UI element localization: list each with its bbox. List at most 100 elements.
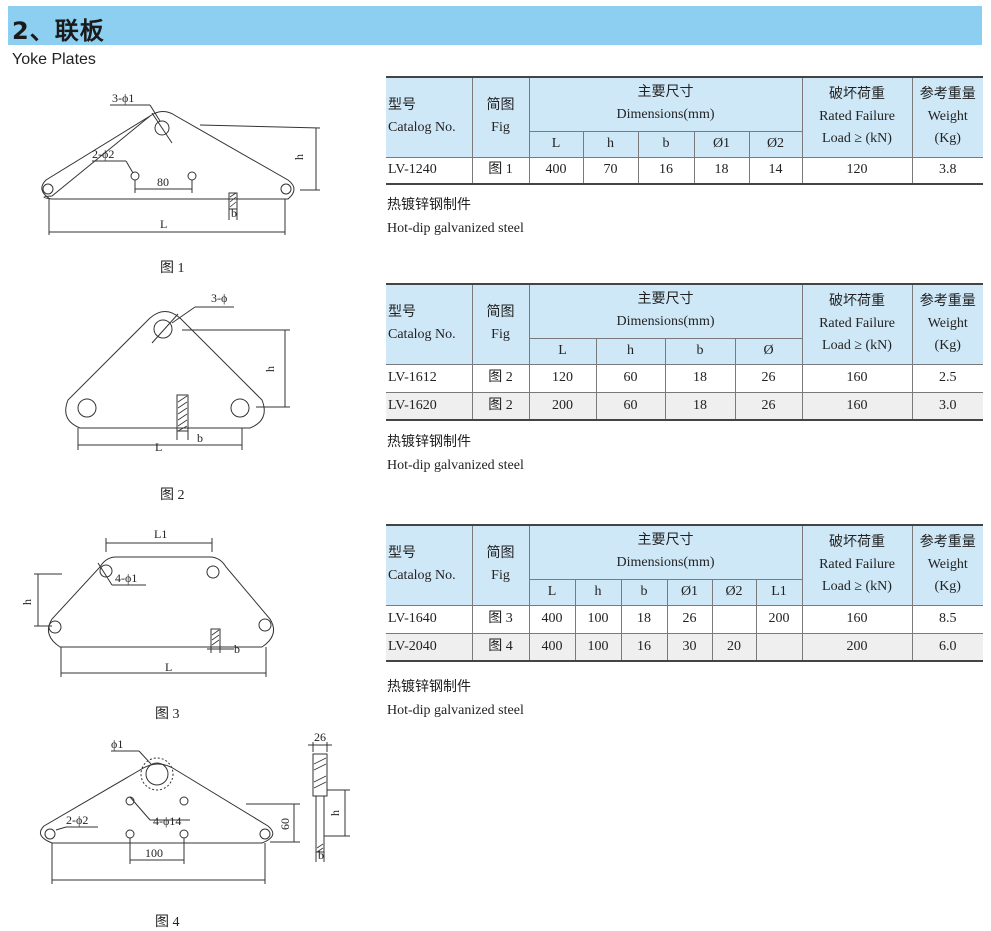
catalog-cell: LV-1612 (386, 363, 473, 393)
fig3-label-b: b (234, 642, 240, 656)
material-note-1: 热镀锌钢制件 Hot-dip galvanized steel (387, 194, 524, 240)
weight-cell: 3.8 (911, 156, 983, 185)
fig-cell: 图 2 (471, 391, 530, 421)
note-en: Hot-dip galvanized steel (387, 221, 524, 236)
value-cell: 26 (734, 363, 803, 393)
figure-4-caption: 图 4 (155, 915, 180, 930)
figure-4-drawing: ϕ1 2-ϕ2 4-ϕ14 100 60 26 h b (39, 730, 350, 884)
fig3-label-holes: 4-ϕ1 (115, 571, 137, 585)
column-header: h (582, 130, 639, 158)
fig1-label-b: b (231, 206, 237, 220)
fig-cell: 图 1 (471, 156, 530, 185)
note-cn: 热镀锌钢制件 (387, 198, 471, 213)
value-cell: 18 (693, 156, 750, 185)
fig3-label-L: L (165, 660, 172, 674)
column-header: L (529, 130, 584, 158)
value-cell: 26 (734, 391, 803, 421)
value-cell: 18 (664, 363, 736, 393)
catalog-cell: LV-1240 (386, 156, 473, 185)
value-cell (711, 604, 757, 634)
table-row: LV-1620 图 2 200 60 18 26 160 3.0 (386, 391, 983, 421)
catalog-cell: LV-2040 (386, 632, 473, 662)
value-cell: 26 (666, 604, 713, 634)
load-cell: 120 (801, 156, 913, 185)
figure-3-caption: 图 3 (155, 707, 180, 722)
fig1-label-h: h (292, 154, 306, 160)
section-title: 2、联板 (12, 17, 105, 45)
column-header: Ø2 (748, 130, 802, 158)
column-header: h (574, 578, 622, 606)
table-row: LV-1240 图 1 400 70 16 18 14 120 3.8 (386, 156, 983, 185)
column-header: Ø2 (711, 578, 757, 606)
fig1-label-holes2: 2-ϕ2 (92, 147, 114, 161)
figure-2-drawing: 3-ϕ h b L (65, 291, 290, 454)
figure-2-caption: 图 2 (160, 488, 185, 503)
figure-3-drawing: L1 4-ϕ1 h b L (20, 527, 275, 677)
note-cn: 热镀锌钢制件 (387, 435, 471, 450)
column-header: L1 (755, 578, 802, 606)
value-cell: 18 (620, 604, 668, 634)
fig2-label-h: h (263, 366, 277, 372)
value-cell: 200 (755, 604, 803, 634)
load-cell: 200 (801, 632, 913, 662)
value-cell (755, 632, 803, 662)
weight-cell: 6.0 (911, 632, 983, 662)
column-header: h (595, 337, 666, 365)
table-row: LV-2040 图 4 400 100 16 30 20 200 6.0 (386, 632, 983, 662)
value-cell: 100 (574, 632, 622, 662)
value-cell: 30 (666, 632, 713, 662)
value-cell: 120 (528, 363, 597, 393)
weight-cell: 8.5 (911, 604, 983, 634)
fig4-label-h: h (328, 810, 342, 816)
column-header: Ø (734, 337, 802, 365)
fig3-label-L1: L1 (154, 527, 167, 541)
table-row: LV-1640 图 3 400 100 18 26 200 160 8.5 (386, 604, 983, 634)
column-header: Ø1 (693, 130, 750, 158)
fig4-label-holes2: 2-ϕ2 (66, 813, 88, 827)
fig2-label-b: b (197, 431, 203, 445)
material-note-2: 热镀锌钢制件 Hot-dip galvanized steel (387, 431, 524, 477)
value-cell: 16 (637, 156, 695, 185)
column-header: b (637, 130, 695, 158)
fig4-label-26: 26 (314, 730, 326, 744)
section-subtitle: Yoke Plates (12, 51, 96, 68)
weight-cell: 3.0 (911, 391, 983, 421)
fig4-label-holes14: 4-ϕ14 (153, 814, 181, 828)
load-cell: 160 (801, 363, 913, 393)
fig1-label-L: L (160, 217, 167, 231)
fig3-label-h: h (20, 599, 34, 605)
value-cell: 400 (528, 156, 584, 185)
value-cell: 400 (528, 604, 576, 634)
figure-1-drawing: 3-ϕ1 2-ϕ2 80 h b L (41, 91, 321, 235)
column-header: b (664, 337, 736, 365)
column-header: L (529, 337, 597, 365)
fig4-label-phi1: ϕ1 (111, 737, 123, 751)
section-banner: 2、联板 (8, 6, 982, 45)
load-cell: 160 (801, 604, 913, 634)
table-row: LV-1612 图 2 120 60 18 26 160 2.5 (386, 363, 983, 393)
material-note-3: 热镀锌钢制件 Hot-dip galvanized steel (387, 676, 524, 722)
figure-1-caption: 图 1 (160, 261, 185, 276)
value-cell: 14 (748, 156, 803, 185)
note-en: Hot-dip galvanized steel (387, 703, 524, 718)
fig-cell: 图 3 (471, 604, 530, 634)
fig4-label-spacing: 100 (145, 846, 163, 860)
value-cell: 100 (574, 604, 622, 634)
fig4-label-b: b (318, 848, 324, 862)
fig2-label-holes: 3-ϕ (211, 291, 227, 305)
